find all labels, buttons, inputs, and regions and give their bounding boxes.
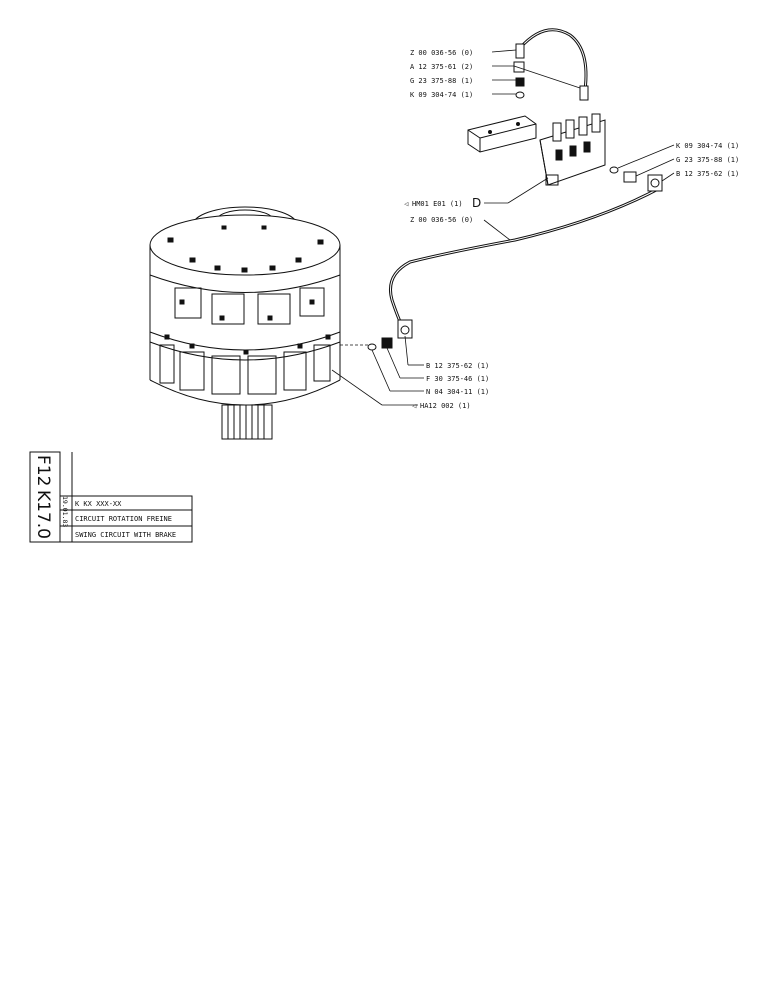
- callout-texts: Z 00 036-56 (0) A 12 375-61 (2) G 23 375…: [403, 49, 739, 410]
- callout-motor-seal: N 04 304-11 (1): [426, 388, 489, 396]
- callout-right-fitting: G 23 375-88 (1): [676, 156, 739, 164]
- callout-motor-ref: HA12 002 (1): [420, 402, 471, 410]
- upper-hose: [513, 28, 589, 101]
- title-block-frame: [29, 451, 193, 543]
- detail-letter: D: [472, 196, 481, 210]
- callout-top-hose: Z 00 036-56 (0): [410, 49, 473, 57]
- main-hose: [367, 166, 663, 351]
- callout-top-seal: K 09 304-74 (1): [410, 91, 473, 99]
- revision-date: 19.01.83: [61, 496, 69, 527]
- valve-block: [539, 113, 606, 186]
- sheet-code: K17.0: [33, 490, 53, 539]
- callout-main-hose: Z 00 036-56 (0): [410, 216, 473, 224]
- callout-right-seal: K 09 304-74 (1): [676, 142, 739, 150]
- swing-motor: [149, 206, 341, 440]
- callout-valve-ref-arrow: ◁: [403, 200, 408, 208]
- leader-lines: [331, 49, 675, 406]
- title-french: CIRCUIT ROTATION FREINE: [75, 515, 172, 523]
- section-code: F12: [33, 455, 53, 486]
- callout-valve-ref: HM01 E01 (1): [412, 200, 463, 208]
- title-block: F12 K17.0 19.01.83 K KX XXX-XX CIRCUIT R…: [33, 455, 176, 539]
- callout-right-elbow: B 12 375-62 (1): [676, 170, 739, 178]
- callout-motor-ref-arrow: ◁: [411, 402, 416, 410]
- callout-motor-fitting: F 30 375-46 (1): [426, 375, 489, 383]
- title-english: SWING CIRCUIT WITH BRAKE: [75, 531, 176, 539]
- callout-top-adapter: A 12 375-61 (2): [410, 63, 473, 71]
- callout-motor-elbow: B 12 375-62 (1): [426, 362, 489, 370]
- callout-top-fitting: G 23 375-88 (1): [410, 77, 473, 85]
- part-number: K KX XXX-XX: [75, 500, 122, 508]
- mounting-bracket: [467, 115, 537, 153]
